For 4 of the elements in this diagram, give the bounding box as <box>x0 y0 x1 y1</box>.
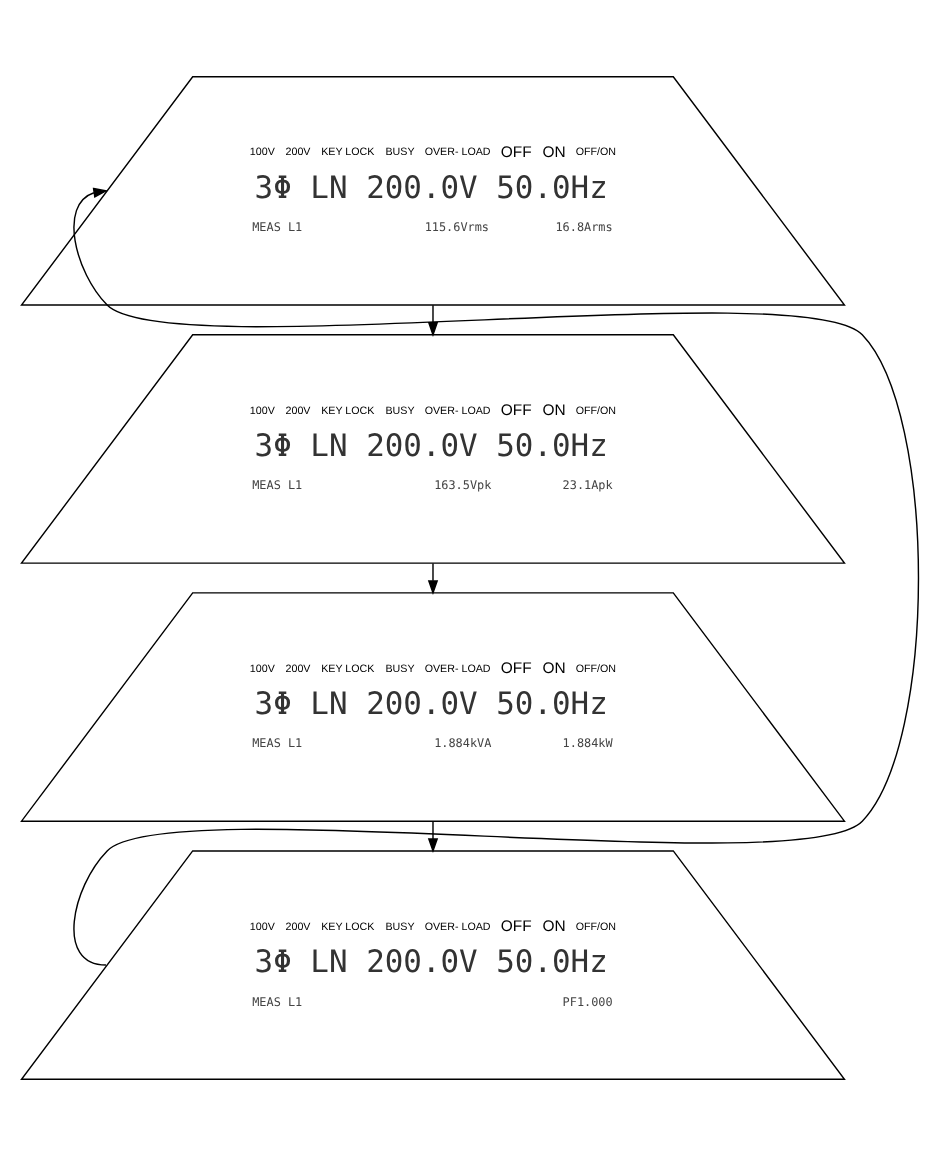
arrow <box>427 303 439 336</box>
arrow <box>427 819 439 852</box>
arrow <box>427 561 439 594</box>
arrow <box>73 186 920 965</box>
